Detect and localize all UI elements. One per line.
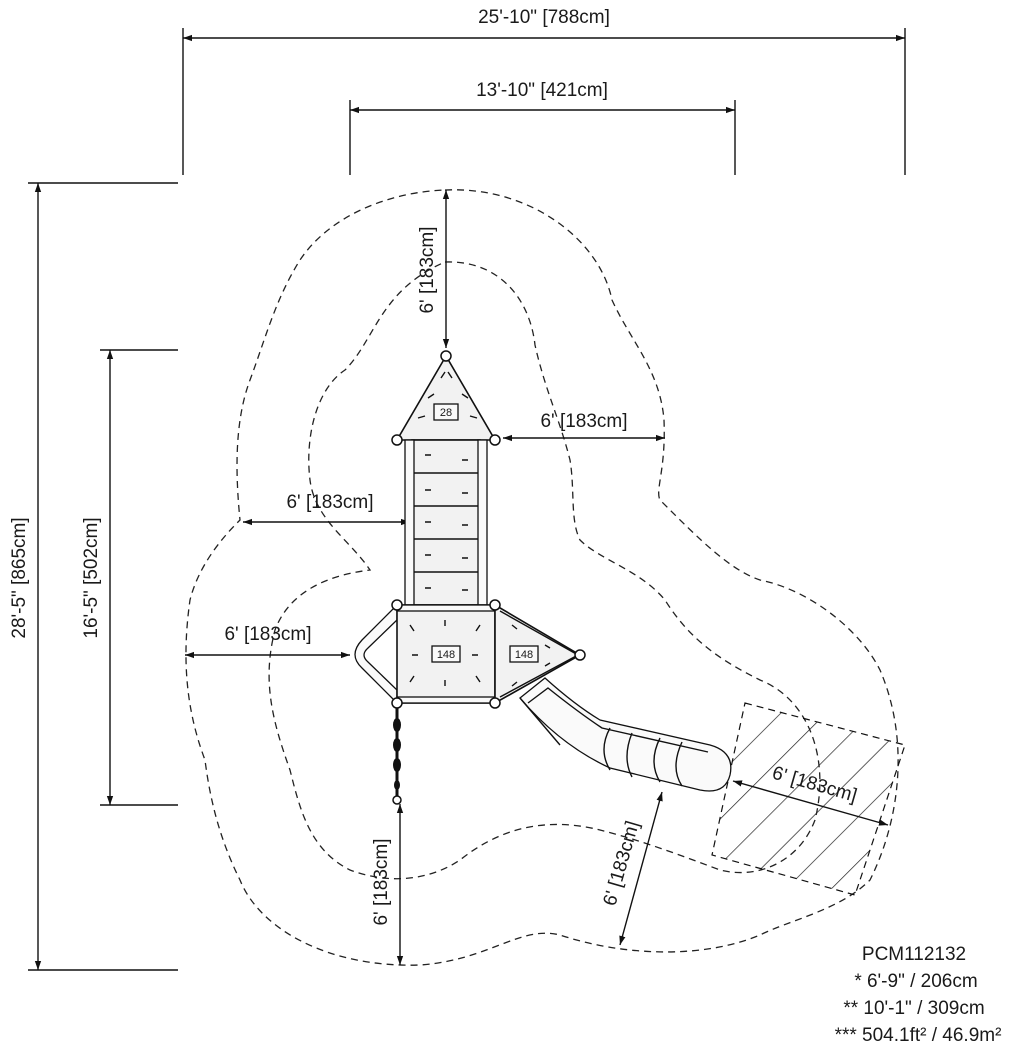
side-deck-tag: 148 — [515, 649, 533, 661]
outer-use-zone — [185, 189, 899, 966]
slide-exit-clearance-line — [732, 780, 889, 826]
left-lower-clearance-label: 6' [183cm] — [224, 624, 311, 645]
bottom-clearance-label: 6' [183cm] — [371, 838, 392, 925]
top-clearance-label: 6' [183cm] — [417, 226, 438, 313]
tube-slide — [519, 677, 732, 792]
inner-use-zone — [268, 261, 821, 880]
right-upper-clearance-label: 6' [183cm] — [540, 411, 627, 432]
inner-width-label: 13'-10" [421cm] — [476, 80, 608, 101]
slide-side-clearance-line — [619, 791, 663, 946]
spec-line-1: * 6'-9" / 206cm — [854, 971, 977, 992]
left-upper-clearance-label: 6' [183cm] — [286, 492, 373, 513]
slide-side-clearance-label: 6' [183cm] — [600, 819, 644, 908]
deck-posts — [391, 350, 586, 805]
model-number: PCM112132 — [862, 944, 966, 965]
overall-depth-label: 28'-5" [865cm] — [9, 517, 30, 638]
spec-line-3: *** 504.1ft² / 46.9m² — [835, 1025, 1002, 1046]
inner-depth-label: 16'-5" [502cm] — [81, 517, 102, 638]
climbing-bridge — [411, 439, 481, 606]
top-triangle-tag: 28 — [440, 407, 452, 419]
top-triangle-deck — [395, 354, 497, 441]
left-entry-panel — [354, 603, 398, 705]
overall-width-label: 25'-10" [788cm] — [478, 7, 610, 28]
center-deck-tag: 148 — [437, 649, 455, 661]
spec-line-2: ** 10'-1" / 309cm — [843, 998, 984, 1019]
